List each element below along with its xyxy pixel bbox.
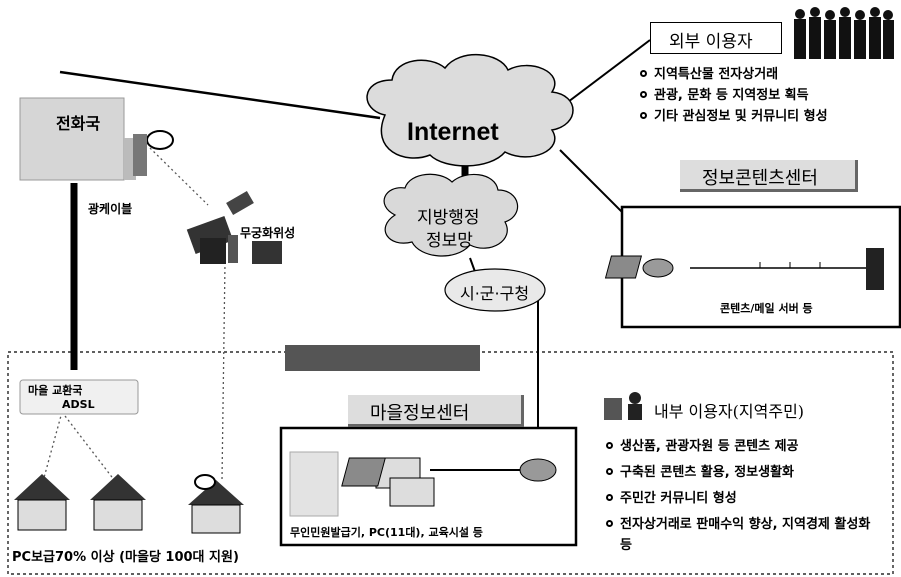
internal-users-bullet: 구축된 콘텐츠 활용, 정보생활화: [606, 462, 896, 483]
adsl-link-1: [41, 411, 63, 486]
office-antenna-tower: [133, 134, 147, 176]
resident-computer-icon: [604, 392, 642, 420]
external-users-bullet: 관광, 문화 등 지역정보 획득: [640, 85, 828, 106]
kiosk-icon: [289, 451, 339, 517]
external-users-title: 외부 이용자: [669, 32, 753, 52]
people-silhouettes-icon: [794, 7, 894, 59]
city-office-ellipse: [444, 268, 546, 312]
external-users-bullet: 지역특산물 전자상거래: [640, 64, 828, 85]
content-switch-icon: [604, 255, 643, 279]
internet-external-link: [559, 39, 651, 109]
internal-users-bullet: 생산품, 관광자원 등 콘텐츠 제공: [606, 436, 896, 457]
internal-users-title: 내부 이용자(지역주민): [654, 402, 805, 421]
fiber-cable-label: 광케이블: [88, 202, 133, 216]
village-header-bar: [285, 345, 480, 371]
office-internet-link: [59, 70, 381, 120]
city-office-label: 시·군·구청: [460, 284, 530, 303]
village-exchange-line2: ADSL: [62, 398, 95, 411]
village-exchange-line1: 마을 교환국: [28, 384, 83, 397]
village-center-title-box: 마을정보센터: [348, 395, 524, 427]
telephone-office-label: 전화국: [56, 114, 101, 133]
adsl-link-2: [61, 411, 119, 486]
village-switch-icon: [341, 457, 386, 487]
village-center-title: 마을정보센터: [370, 403, 470, 424]
village-pc-caption: PC보급70% 이상 (마을당 100대 지원): [12, 550, 239, 565]
internal-users-bullet: 전자상거래로 판매수익 향상, 지역경제 활성화 등: [606, 514, 880, 556]
local-network-line2: 정보망: [426, 231, 473, 251]
internet-label: Internet: [407, 118, 499, 146]
village-exchange-box: [19, 379, 139, 415]
pc-icon-2: [389, 477, 435, 507]
village-center-caption: 무인민원발급기, PC(11대), 교육시설 등: [290, 526, 483, 539]
satellite-icon: [186, 190, 282, 264]
external-users-box: 외부 이용자: [650, 22, 782, 54]
house-icon-1: [14, 474, 70, 531]
content-center-title: 정보콘텐츠센터: [702, 168, 818, 189]
satellite-uplink: [149, 147, 209, 206]
house-icon-2: [90, 474, 146, 531]
internal-users-bullet: 주민간 커뮤니티 형성: [606, 488, 896, 509]
internet-cloud: [366, 54, 574, 167]
external-users-list: 지역특산물 전자상거래 관광, 문화 등 지역정보 획득 기타 관심정보 및 커…: [640, 64, 828, 127]
content-server-icon: [866, 248, 884, 290]
village-area-boundary: [7, 351, 894, 575]
local-network-line1: 지방행정: [417, 208, 480, 228]
satellite-label: 무궁화위성: [238, 224, 298, 241]
local-network-cloud: [383, 173, 519, 257]
office-dish-icon: [146, 130, 174, 150]
internal-users-list: 생산품, 관광자원 등 콘텐츠 제공 구축된 콘텐츠 활용, 정보생활화 주민간…: [606, 436, 896, 556]
content-center-caption: 콘텐츠/메일 서버 등: [720, 302, 813, 315]
satellite-downlink: [221, 261, 226, 481]
village-router-icon: [519, 458, 557, 482]
external-users-bullet: 기타 관심정보 및 커뮤니티 형성: [640, 106, 828, 127]
house-icon-3: [188, 474, 244, 534]
content-center-title-box: 정보콘텐츠센터: [680, 160, 858, 192]
content-router-icon: [642, 258, 674, 278]
